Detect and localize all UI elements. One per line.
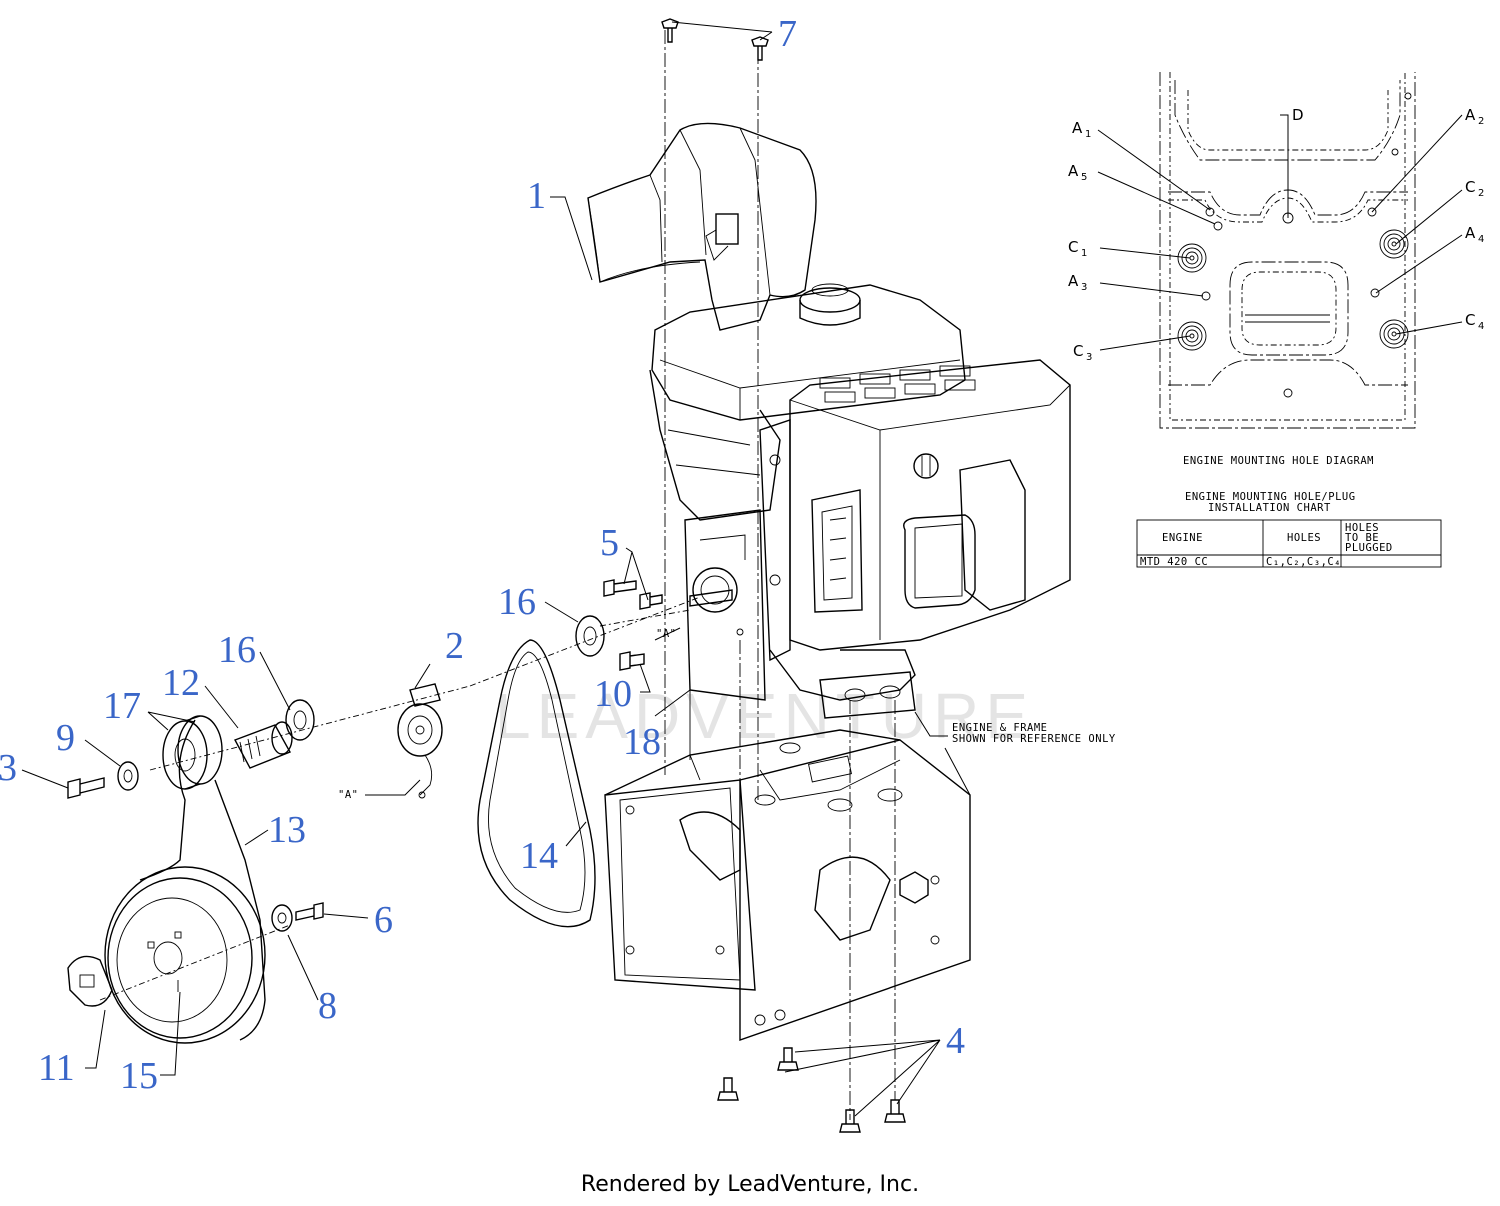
callout-10: 10 (594, 673, 632, 715)
chart-cell-engine: MTD 420 CC (1140, 556, 1208, 568)
chart-title-1: ENGINE MOUNTING HOLE/PLUG (1185, 491, 1356, 503)
svg-text:5: 5 (1081, 172, 1087, 183)
callout-13: 13 (268, 809, 306, 851)
svg-text:1: 1 (1081, 248, 1087, 259)
hole-label-c1: C (1068, 238, 1078, 256)
callout-7: 7 (778, 13, 797, 55)
belt-13 (139, 719, 266, 1041)
hole-label-a4: A (1465, 224, 1476, 242)
svg-text:2: 2 (1478, 188, 1484, 199)
callout-16-left: 16 (218, 629, 256, 671)
bolt-3 (67, 777, 105, 799)
svg-text:3: 3 (1081, 282, 1087, 293)
callout-2: 2 (445, 625, 464, 667)
washer-8 (271, 904, 293, 932)
spacer-12 (234, 721, 293, 769)
washer-16-right (575, 615, 605, 657)
hole-label-c2: C (1465, 178, 1475, 196)
callout-5: 5 (600, 522, 619, 564)
clutch-2 (397, 683, 443, 799)
callout-8: 8 (318, 985, 337, 1027)
pulley-15 (104, 866, 266, 1044)
chart-title-2: INSTALLATION CHART (1208, 502, 1331, 514)
callout-4: 4 (946, 1020, 965, 1062)
hole-label-c3: C (1073, 342, 1083, 360)
hole-label-a2: A (1465, 106, 1476, 124)
bolt-10 (619, 651, 645, 671)
chart-header-engine: ENGINE (1162, 532, 1203, 544)
frame (604, 729, 971, 1041)
chart-header-plugged-2: TO BE (1345, 532, 1379, 544)
belt-14 (477, 639, 596, 928)
install-chart: ENGINE MOUNTING HOLE/PLUG INSTALLATION C… (1136, 491, 1442, 568)
callout-labels: 1 2 3 4 5 6 7 8 9 10 11 12 13 14 15 16 1… (0, 13, 965, 1097)
svg-text:4: 4 (1478, 234, 1484, 245)
engine-frame-note-2: SHOWN FOR REFERENCE ONLY (952, 733, 1116, 745)
washer-9 (117, 761, 139, 791)
chart-header-plugged-3: PLUGGED (1345, 542, 1393, 554)
chart-cell-holes: C₁,C₂,C₃,C₄ (1266, 556, 1341, 568)
leaders (21, 21, 971, 1117)
chart-header-plugged-1: HOLES (1345, 522, 1379, 534)
hole-diagram: A 1 A 5 C 1 A 3 C 3 D A 2 C 2 A 4 C 4 EN… (1068, 72, 1484, 467)
hole-diagram-title: ENGINE MOUNTING HOLE DIAGRAM (1183, 455, 1374, 467)
callout-1: 1 (527, 175, 546, 217)
engine (649, 283, 1071, 719)
callout-6: 6 (374, 899, 393, 941)
callout-12: 12 (162, 662, 200, 704)
bolts-5 (603, 579, 663, 610)
ref-note-a-right: "A" (656, 628, 676, 640)
shroud-1 (587, 122, 817, 331)
svg-text:3: 3 (1086, 352, 1092, 363)
pulley-17 (162, 715, 223, 790)
callout-11: 11 (38, 1047, 75, 1089)
bolt-7 (661, 18, 769, 61)
hub-11 (67, 955, 113, 1007)
callout-15: 15 (120, 1055, 158, 1097)
bolts-4 (717, 1047, 906, 1133)
hole-label-d: D (1292, 106, 1304, 124)
callout-3: 3 (0, 747, 17, 789)
ref-note-a-left: "A" (338, 789, 358, 801)
callout-18: 18 (623, 721, 661, 763)
callout-16-right: 16 (498, 581, 536, 623)
svg-text:4: 4 (1478, 321, 1484, 332)
washer-16-left (285, 699, 315, 741)
watermark: LEADVENTURE (495, 680, 1034, 752)
engine-frame-note-1: ENGINE & FRAME (952, 722, 1048, 734)
footer-credit: Rendered by LeadVenture, Inc. (580, 1172, 920, 1197)
callout-9: 9 (56, 717, 75, 759)
hole-label-c4: C (1465, 311, 1475, 329)
callout-14: 14 (520, 835, 558, 877)
chart-header-holes: HOLES (1287, 532, 1321, 544)
svg-text:2: 2 (1478, 116, 1484, 127)
hole-label-a3: A (1068, 272, 1079, 290)
callout-17: 17 (103, 685, 141, 727)
bolt-6 (295, 902, 324, 921)
hole-label-a1: A (1072, 119, 1083, 137)
svg-text:1: 1 (1085, 129, 1091, 140)
hole-label-a5: A (1068, 162, 1079, 180)
